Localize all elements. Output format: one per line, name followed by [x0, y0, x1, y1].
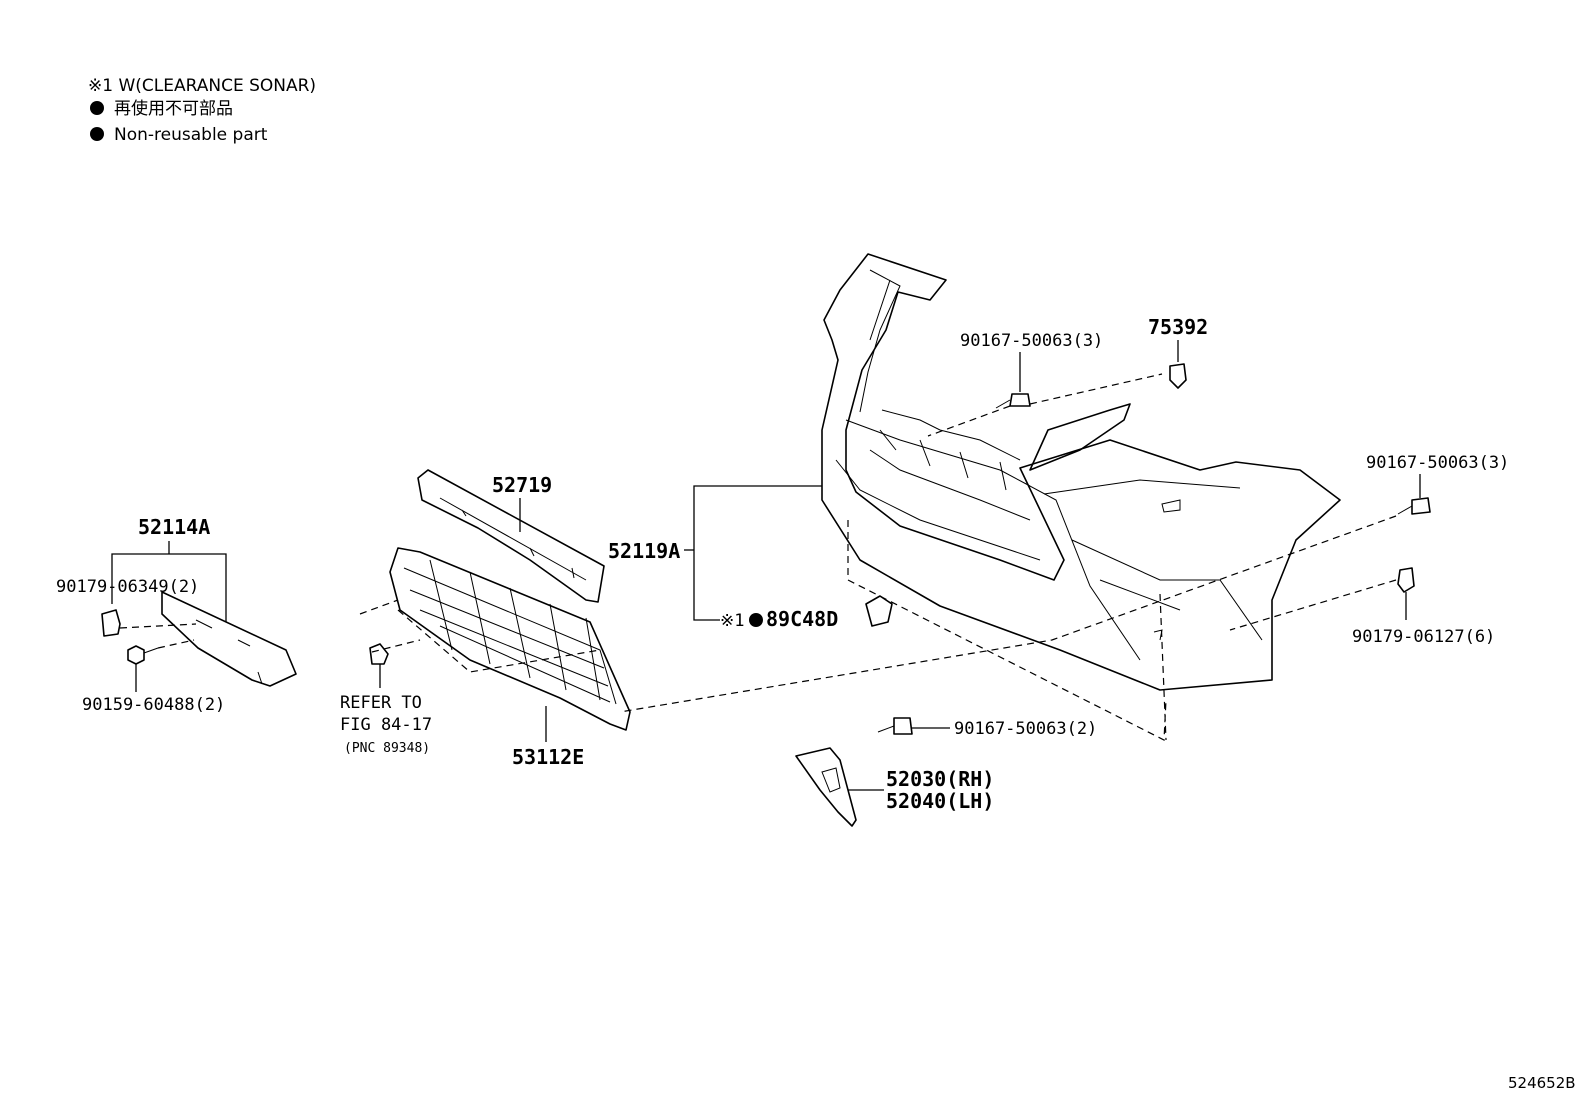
- label-52719: 52719: [492, 473, 552, 497]
- part-53112E-group: 53112E: [359, 547, 631, 769]
- label-52030: 52030(RH): [886, 767, 994, 791]
- legend-note: ※1 W(CLEARANCE SONAR): [88, 76, 316, 96]
- grille-53112E: [389, 547, 631, 731]
- bumper-right-tab: [1029, 403, 1131, 471]
- clip-icon: [369, 643, 389, 665]
- label-90159-60488: 90159-60488(2): [82, 695, 225, 715]
- cover-52030: [795, 747, 857, 827]
- bullet-icon: [90, 127, 104, 141]
- label-52114A: 52114A: [138, 515, 210, 539]
- label-89C48D: 89C48D: [766, 607, 838, 631]
- screw-90167-50063: [995, 393, 1031, 409]
- refer-line1: REFER TO: [340, 693, 422, 713]
- screw-90167-50063-bottom: [877, 717, 913, 735]
- screw-90167-50063-right: [1397, 497, 1431, 515]
- molding-52719: [417, 469, 605, 603]
- sonar-sensor-89C48D: [865, 595, 893, 627]
- bracket-52114A: [161, 591, 297, 687]
- bumper-cover-52119A: [821, 253, 1341, 691]
- label-52119A: 52119A: [608, 539, 680, 563]
- label-90179-06127: 90179-06127(6): [1352, 627, 1495, 647]
- part-90167-50063-right-group: 90167-50063(3) 90179-06127(6): [619, 453, 1509, 713]
- label-89C48D-prefix: ※1: [720, 611, 744, 631]
- label-52040: 52040(LH): [886, 789, 994, 813]
- refer-line2: FIG 84-17: [340, 715, 432, 735]
- label-53112E: 53112E: [512, 745, 584, 769]
- legend-non-reusable-jp: 再使用不可部品: [114, 98, 233, 119]
- part-52030-group: 90167-50063(2) 52030(RH) 52040(LH): [795, 520, 1167, 827]
- label-90167-50063-right: 90167-50063(3): [1366, 453, 1509, 473]
- label-75392: 75392: [1148, 315, 1208, 339]
- legend: ※1 W(CLEARANCE SONAR) 再使用不可部品 Non-reusab…: [88, 76, 316, 145]
- figure-id: 524652B: [1508, 1074, 1576, 1092]
- part-52719-group: 52719: [417, 469, 605, 603]
- part-52119A-group: 52119A ※1 89C48D: [608, 253, 1341, 691]
- legend-non-reusable-en: Non-reusable part: [114, 125, 268, 145]
- refer-line3: (PNC 89348): [344, 741, 430, 756]
- bullet-icon: [90, 101, 104, 115]
- non-reusable-icon: [749, 613, 763, 627]
- bolt-90159-60488: [127, 645, 159, 665]
- clip-75392: [1169, 363, 1187, 389]
- label-90167-50063-bottom: 90167-50063(2): [954, 719, 1097, 739]
- part-90167-50063-top-group: 90167-50063(3) 75392: [927, 315, 1208, 437]
- clip-90179-06127: [1397, 567, 1415, 593]
- label-90167-50063-top: 90167-50063(3): [960, 331, 1103, 351]
- label-90179-06349: 90179-06349(2): [56, 577, 199, 597]
- clip-90179-06349: [101, 609, 121, 637]
- refer-note: REFER TO FIG 84-17 (PNC 89348): [340, 643, 432, 756]
- part-52114A-group: 52114A 90179-06349(2) 90159-60488(2): [56, 515, 297, 715]
